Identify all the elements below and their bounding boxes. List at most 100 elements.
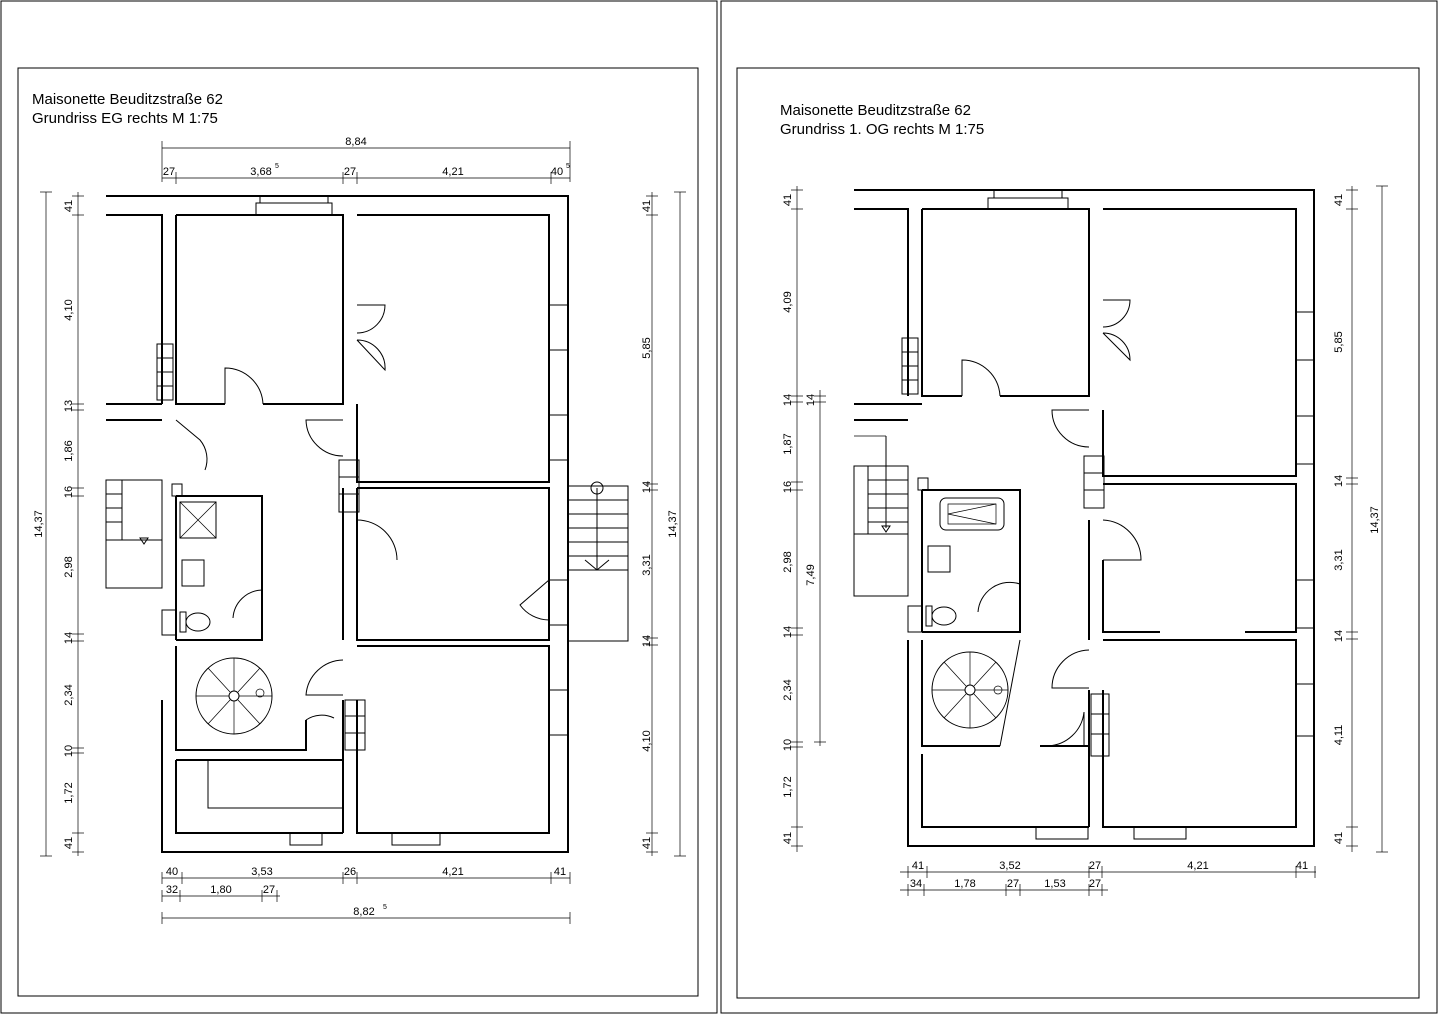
eg-walls bbox=[106, 195, 569, 853]
sheet-eg-title-line1: Maisonette Beuditzstraße 62 bbox=[32, 91, 223, 108]
og-left-part: 10 bbox=[782, 739, 794, 751]
og-right-dimensions: 41 5,85 14 3,31 14 4,11 41 14,37 bbox=[1333, 185, 1388, 853]
og-bottom-part: 27 bbox=[1089, 860, 1101, 872]
eg-left-part: 16 bbox=[63, 486, 75, 498]
eg-exterior-stair bbox=[567, 481, 629, 642]
og-left-part: 1,72 bbox=[782, 776, 794, 797]
eg-chimneys bbox=[156, 343, 366, 751]
og-left-part: 16 bbox=[782, 481, 794, 493]
eg-top-part-sup: 5 bbox=[275, 163, 279, 170]
og-left-part: 41 bbox=[782, 832, 794, 844]
eg-left-part: 41 bbox=[63, 837, 75, 849]
og-bottom-dimensions: 41 3,52 27 4,21 41 34 1,78 27 1,53 27 bbox=[900, 860, 1316, 896]
og-spiral-stair bbox=[931, 651, 1009, 729]
eg-right-part: 5,85 bbox=[641, 337, 653, 358]
eg-left-total: 14,37 bbox=[33, 510, 45, 538]
eg-right-dimensions: 41 5,85 14 3,31 14 4,10 41 14,37 bbox=[641, 191, 686, 857]
eg-staircase bbox=[105, 479, 183, 589]
eg-bottom-part: 26 bbox=[344, 866, 356, 878]
sheet-right-frame bbox=[720, 0, 1438, 1014]
og-bottom-part: 41 bbox=[1296, 860, 1308, 872]
og-left-dimensions: 41 4,09 14 1,87 16 2,98 14 2,34 10 1,72 … bbox=[782, 186, 826, 852]
og-bathroom-fixtures bbox=[925, 497, 1005, 627]
eg-spiral-stair bbox=[195, 657, 273, 735]
drawing-right-border bbox=[736, 67, 1420, 999]
og-right-part: 41 bbox=[1333, 194, 1345, 206]
eg-top-part: 40 bbox=[551, 166, 563, 178]
og-right-part: 41 bbox=[1333, 832, 1345, 844]
eg-top-dimensions: 8,84 27 3,68 5 27 4,21 40 5 bbox=[161, 136, 571, 184]
og-right-part: 14 bbox=[1333, 630, 1345, 642]
og-bottom-part: 3,52 bbox=[999, 860, 1020, 872]
og-left-inner: 7,49 bbox=[805, 564, 817, 585]
eg-right-part: 41 bbox=[641, 200, 653, 212]
eg-bottom-part2: 1,80 bbox=[210, 884, 231, 896]
eg-left-part: 1,72 bbox=[63, 782, 75, 803]
eg-bathroom-fixtures bbox=[179, 501, 217, 633]
og-left-part: 41 bbox=[782, 194, 794, 206]
eg-bottom-part: 41 bbox=[554, 866, 566, 878]
eg-bottom-part2: 27 bbox=[263, 884, 275, 896]
eg-left-part: 4,10 bbox=[63, 299, 75, 320]
eg-bottom-part: 40 bbox=[166, 866, 178, 878]
og-bottom-part2: 27 bbox=[1089, 878, 1101, 890]
eg-right-part: 14 bbox=[641, 635, 653, 647]
og-chimneys bbox=[901, 337, 1110, 757]
og-bottom-part2: 1,53 bbox=[1044, 878, 1065, 890]
og-left-part: 14 bbox=[782, 394, 794, 406]
eg-left-part: 10 bbox=[63, 745, 75, 757]
eg-top-part: 4,21 bbox=[442, 166, 463, 178]
sheet-og: Maisonette Beuditzstraße 62 Grundriss 1.… bbox=[780, 102, 1388, 896]
og-right-part: 14 bbox=[1333, 475, 1345, 487]
eg-left-dimensions: 14,37 41 4,10 13 1,86 16 2,98 14 2,34 10… bbox=[33, 191, 84, 857]
og-bottom-part: 41 bbox=[912, 860, 924, 872]
eg-bottom-total: 8,82 bbox=[353, 906, 374, 918]
eg-right-part: 41 bbox=[641, 837, 653, 849]
sheet-og-title-line1: Maisonette Beuditzstraße 62 bbox=[780, 102, 971, 119]
og-bottom-part2: 27 bbox=[1007, 878, 1019, 890]
eg-right-total: 14,37 bbox=[667, 510, 679, 538]
og-left-inner: 14 bbox=[805, 394, 817, 406]
og-bottom-part2: 34 bbox=[910, 878, 922, 890]
og-bottom-part2: 1,78 bbox=[954, 878, 975, 890]
sheet-og-title-line2: Grundriss 1. OG rechts M 1:75 bbox=[780, 121, 984, 138]
og-doors bbox=[961, 299, 1142, 747]
sheet-eg-title-line2: Grundriss EG rechts M 1:75 bbox=[32, 110, 218, 127]
drawing-left-border bbox=[17, 67, 699, 997]
eg-bottom-total-sup: 5 bbox=[383, 904, 387, 911]
eg-top-part: 27 bbox=[344, 166, 356, 178]
eg-left-part: 13 bbox=[63, 400, 75, 412]
eg-right-part: 14 bbox=[641, 481, 653, 493]
eg-left-part: 1,86 bbox=[63, 440, 75, 461]
eg-top-total: 8,84 bbox=[345, 136, 366, 148]
eg-bottom-part: 3,53 bbox=[251, 866, 272, 878]
eg-doors bbox=[175, 304, 550, 721]
og-left-part: 4,09 bbox=[782, 291, 794, 312]
og-right-part: 5,85 bbox=[1333, 331, 1345, 352]
eg-bottom-part2: 32 bbox=[166, 884, 178, 896]
og-bottom-part: 4,21 bbox=[1187, 860, 1208, 872]
eg-left-part: 2,34 bbox=[63, 684, 75, 705]
og-right-part: 4,11 bbox=[1333, 725, 1345, 746]
eg-top-part: 3,68 bbox=[250, 166, 271, 178]
og-walls bbox=[854, 189, 1315, 847]
eg-right-part: 4,10 bbox=[641, 730, 653, 751]
eg-bottom-part: 4,21 bbox=[442, 866, 463, 878]
og-staircase bbox=[853, 435, 929, 597]
eg-bottom-dimensions: 40 3,53 26 4,21 41 32 1,80 27 8,82 5 bbox=[161, 866, 571, 924]
og-left-part: 2,98 bbox=[782, 551, 794, 572]
sheet-eg: Maisonette Beuditzstraße 62 Grundriss EG… bbox=[32, 91, 686, 924]
og-left-part: 14 bbox=[782, 626, 794, 638]
eg-left-part: 14 bbox=[63, 632, 75, 644]
og-right-part: 3,31 bbox=[1333, 549, 1345, 570]
eg-top-part-sup: 5 bbox=[566, 163, 570, 170]
eg-left-part: 41 bbox=[63, 200, 75, 212]
eg-right-part: 3,31 bbox=[641, 554, 653, 575]
eg-top-part: 27 bbox=[163, 166, 175, 178]
sheet-left-frame bbox=[0, 0, 718, 1014]
og-right-total: 14,37 bbox=[1369, 506, 1381, 534]
og-left-part: 1,87 bbox=[782, 433, 794, 454]
eg-left-part: 2,98 bbox=[63, 556, 75, 577]
og-left-part: 2,34 bbox=[782, 679, 794, 700]
